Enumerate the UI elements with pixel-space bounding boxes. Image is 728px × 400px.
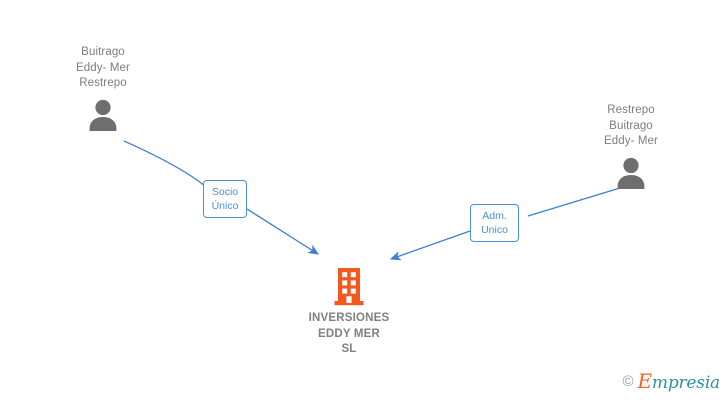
edge-adm-unico-line-upper xyxy=(527,187,621,217)
edge-label-adm-unico[interactable]: Adm. Unico xyxy=(470,204,519,242)
edge-socio-unico-line-upper xyxy=(123,140,206,187)
copyright-icon: © xyxy=(622,373,634,390)
edge-socio-unico-line-lower xyxy=(246,208,319,255)
brand-logo: Empresia xyxy=(638,371,721,392)
node-company[interactable]: INVERSIONES EDDY MER SL xyxy=(274,268,424,358)
person-icon xyxy=(617,157,645,189)
edge-adm-unico-line-lower xyxy=(389,230,471,261)
edge-label-socio-unico[interactable]: Socio Único xyxy=(203,180,247,218)
company-label: INVERSIONES EDDY MER SL xyxy=(308,312,390,355)
building-icon xyxy=(334,268,364,306)
brand-initial: E xyxy=(637,369,653,393)
person-icon xyxy=(89,99,117,131)
watermark: © Empresia xyxy=(622,371,720,392)
node-person-right[interactable]: Restrepo Buitrago Eddy- Mer xyxy=(556,103,706,190)
brand-name: mpresia xyxy=(651,373,720,393)
person-right-label: Restrepo Buitrago Eddy- Mer xyxy=(604,104,658,147)
person-left-label: Buitrago Eddy- Mer Restrepo xyxy=(76,46,130,89)
node-person-left[interactable]: Buitrago Eddy- Mer Restrepo xyxy=(28,45,178,132)
